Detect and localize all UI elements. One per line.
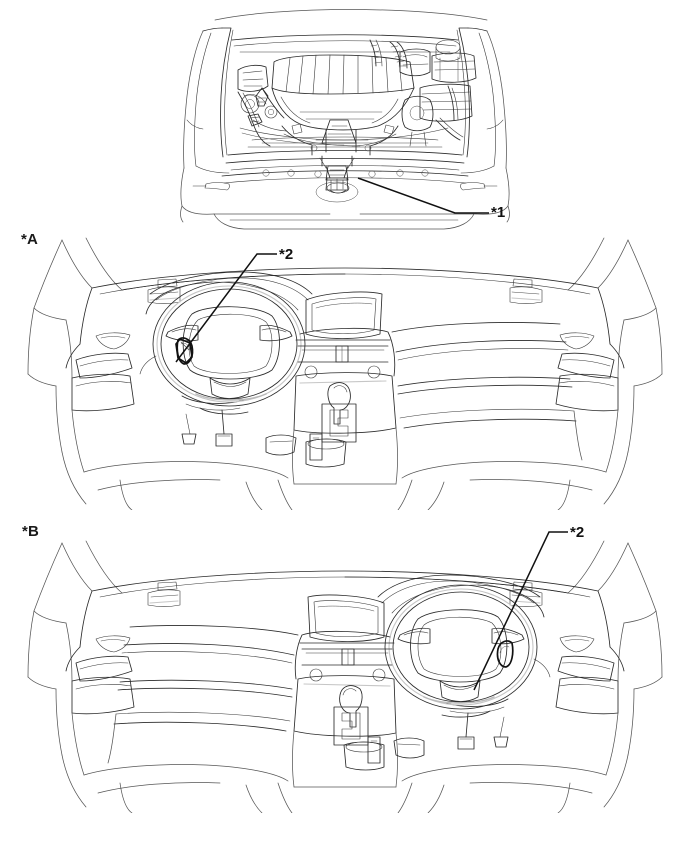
view-tag-b: *B — [22, 523, 40, 540]
panel-engine-bay — [0, 0, 690, 232]
panel-interior-lhd — [0, 228, 690, 510]
view-tag-a: *A — [21, 231, 39, 248]
panel-interior-rhd — [0, 518, 690, 813]
callout-label-2-lhd: *2 — [279, 246, 294, 263]
callout-label-2-rhd: *2 — [570, 524, 585, 541]
callout-label-1: *1 — [491, 204, 506, 221]
